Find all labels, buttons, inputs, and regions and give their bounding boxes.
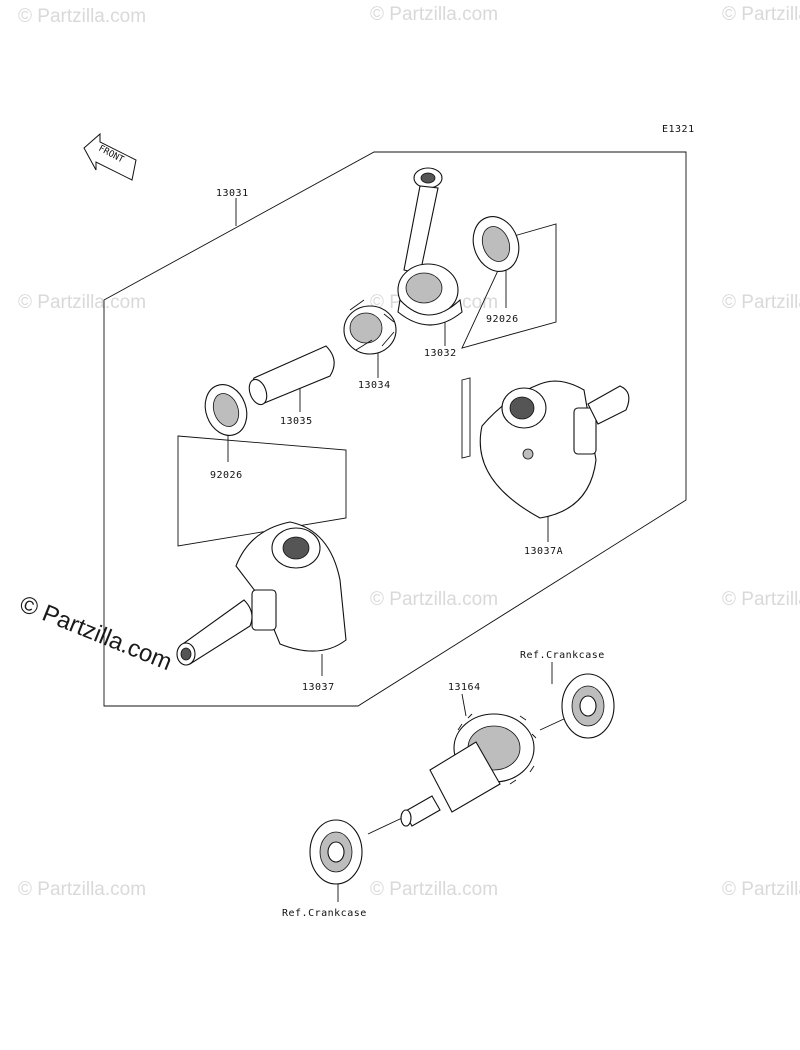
subgroup-outline (461, 223, 557, 349)
connecting-rod-part[interactable] (397, 167, 463, 326)
ball-bearing-part[interactable] (309, 819, 363, 885)
watermark: © Partzilla.com (18, 292, 146, 313)
needle-bearing-part[interactable] (343, 299, 397, 355)
part-label-92026[interactable]: 92026 (210, 470, 243, 481)
ref-label-crankcase: Ref.Crankcase (520, 650, 605, 661)
watermark: © Partzilla.com (722, 292, 800, 313)
watermark: © Partzilla.com (370, 4, 498, 25)
part-label-13037A[interactable]: 13037A (524, 546, 563, 557)
crankshaft-half-left-part[interactable] (176, 521, 347, 666)
part-label-13035[interactable]: 13035 (280, 416, 313, 427)
leader-line (539, 717, 567, 731)
subgroup-outline (461, 377, 471, 459)
part-label-13034[interactable]: 13034 (358, 380, 391, 391)
watermark: © Partzilla.com (370, 879, 498, 900)
watermark: © Partzilla.com (722, 879, 800, 900)
front-arrow-icon: FRONT (83, 132, 137, 181)
washer-part[interactable] (198, 379, 253, 442)
washer-part[interactable] (466, 210, 526, 278)
watermark: © Partzilla.com (18, 879, 146, 900)
part-label-13031[interactable]: 13031 (216, 188, 249, 199)
watermark: © Partzilla.com (370, 589, 498, 610)
part-label-92026[interactable]: 92026 (486, 314, 519, 325)
watermark-prominent: © Partzilla.com (16, 591, 176, 677)
part-label-13164[interactable]: 13164 (448, 682, 481, 693)
leader-line (461, 693, 467, 717)
leader-line (367, 817, 403, 835)
crankshaft-half-right-part[interactable] (479, 380, 630, 519)
watermark: © Partzilla.com (722, 589, 800, 610)
assembly-outline (103, 151, 687, 707)
watermark-layer: © Partzilla.com © Partzilla.com © Partzi… (18, 4, 800, 900)
balancer-shaft-part[interactable] (400, 713, 537, 827)
watermark: © Partzilla.com (722, 4, 800, 25)
part-label-13032[interactable]: 13032 (424, 348, 457, 359)
ref-label-crankcase: Ref.Crankcase (282, 908, 367, 919)
ball-bearing-part[interactable] (561, 673, 615, 739)
crank-pin-part[interactable] (246, 345, 335, 407)
subgroup-outline (177, 435, 347, 547)
watermark: © Partzilla.com (18, 6, 146, 27)
part-label-13037[interactable]: 13037 (302, 682, 335, 693)
diagram-code: E1321 (662, 124, 695, 135)
